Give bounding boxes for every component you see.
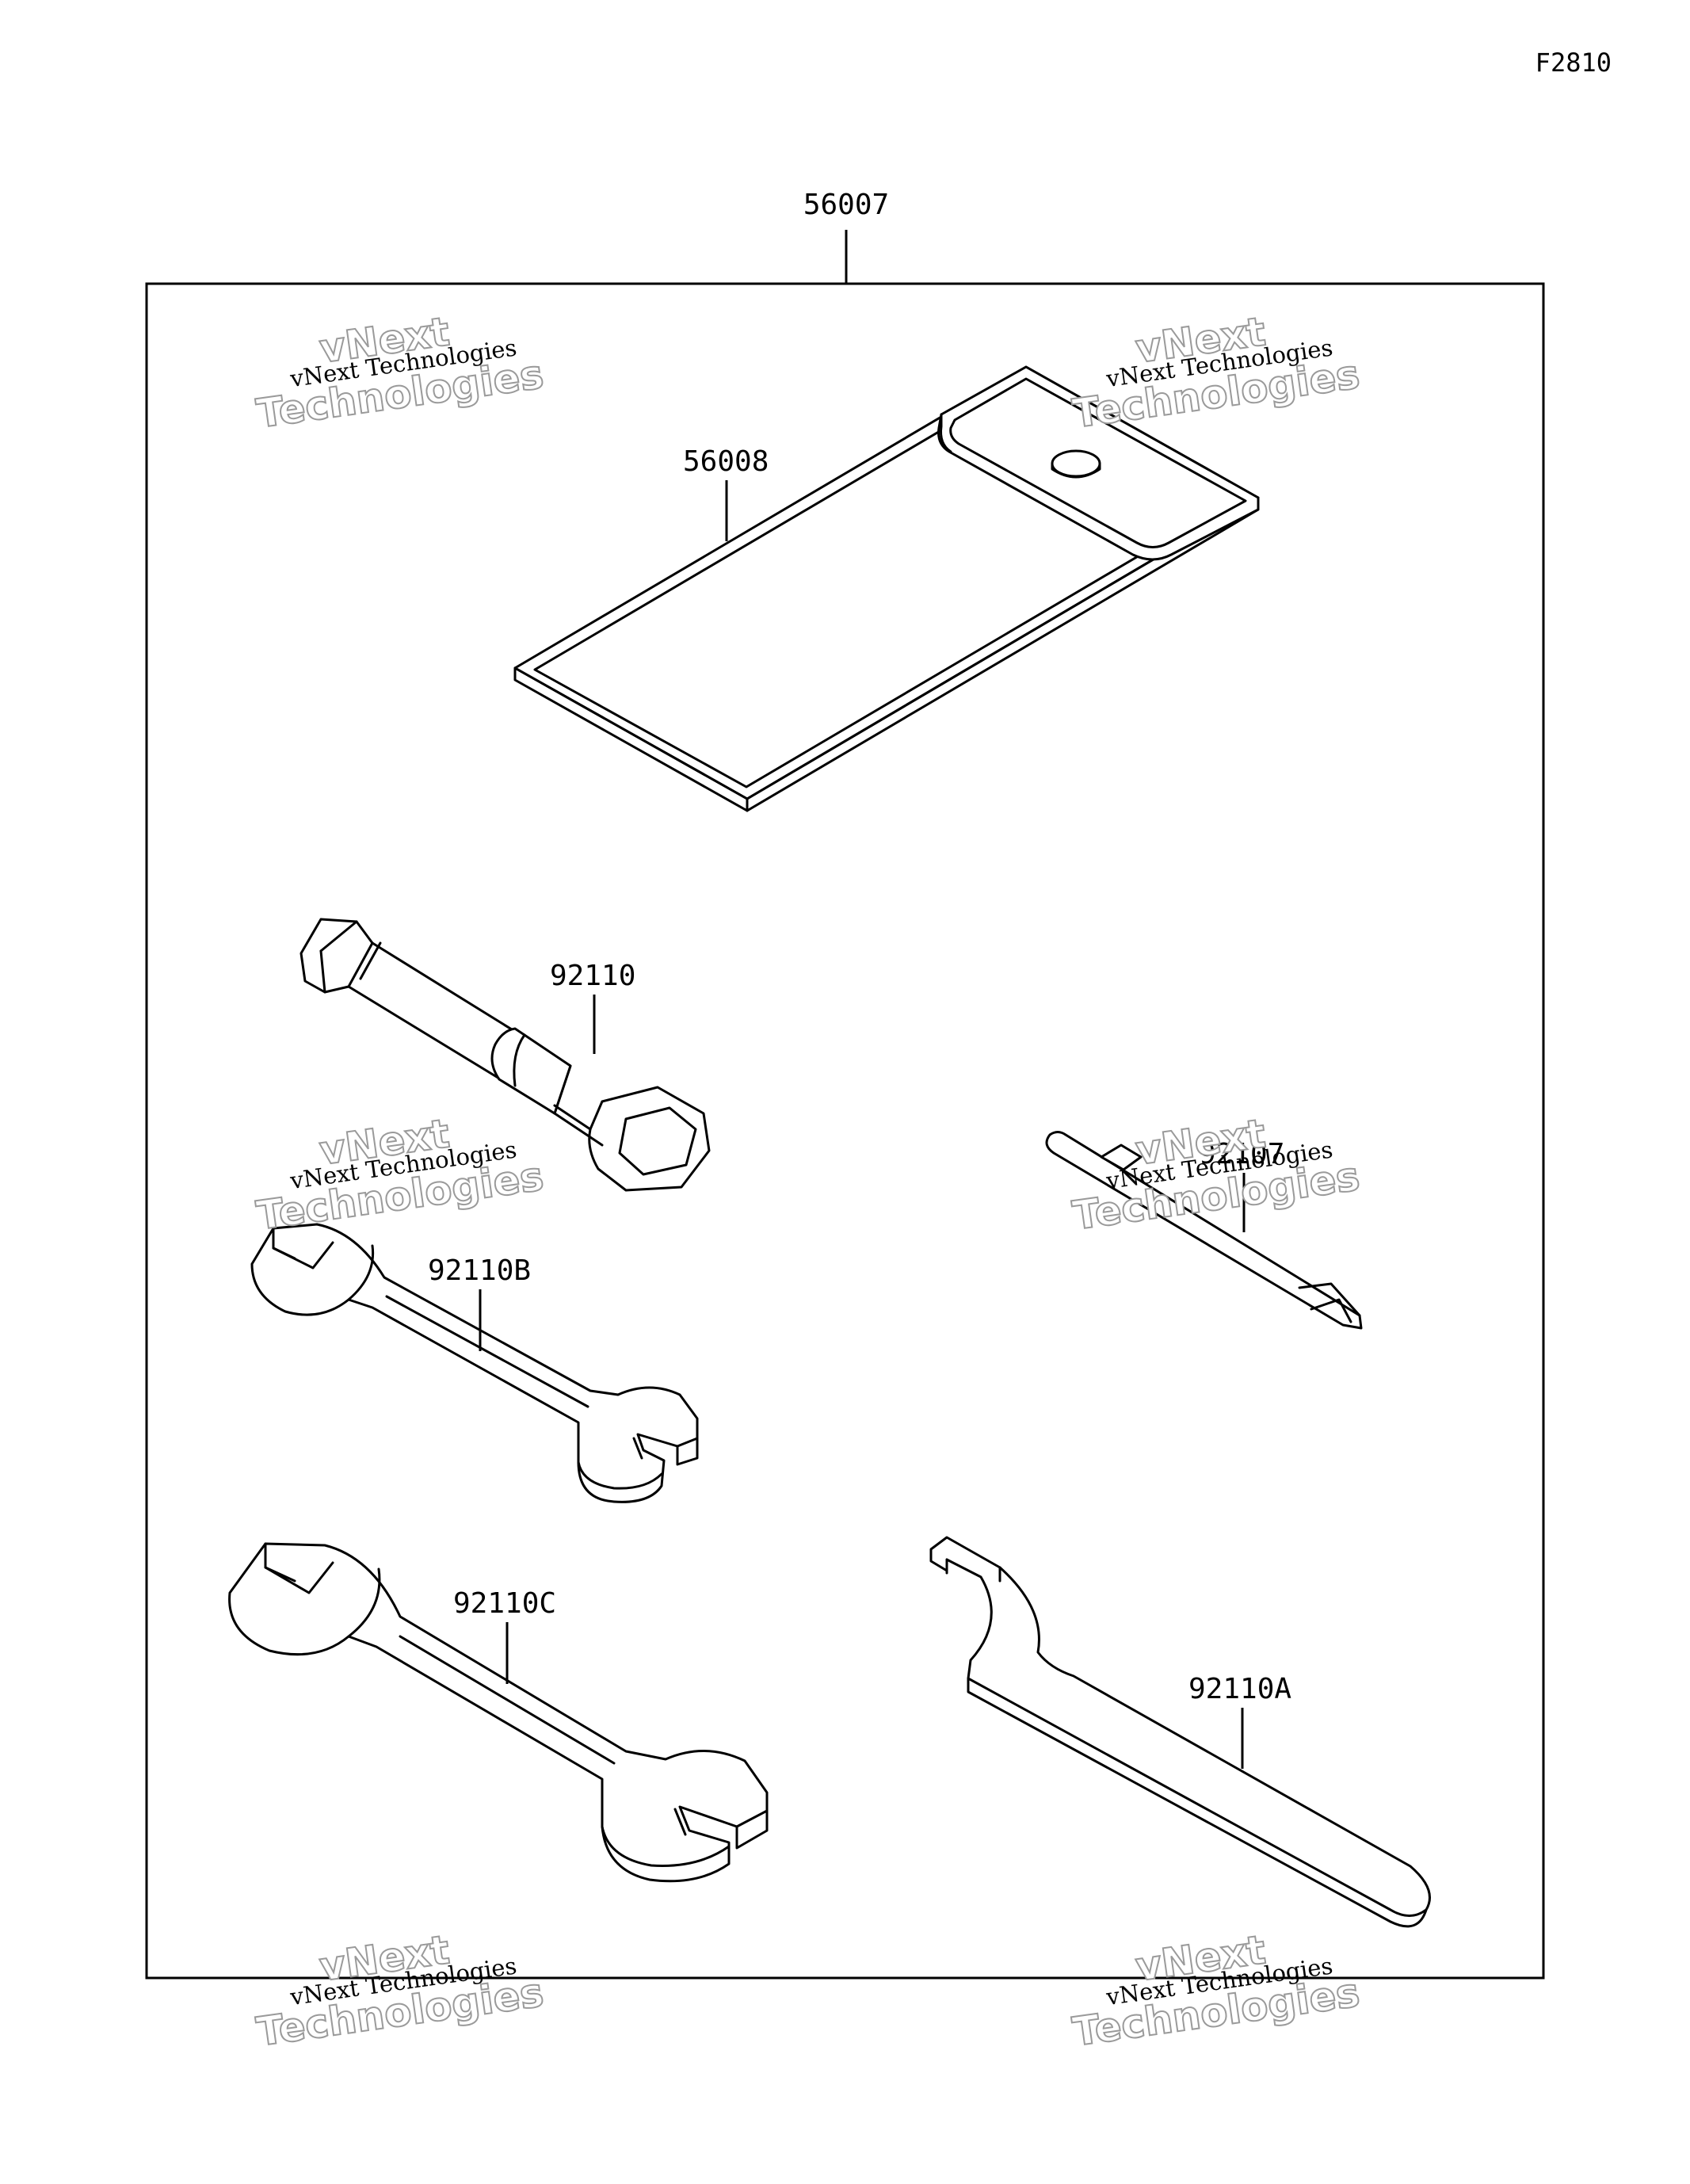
figure-reference: F2810	[1535, 48, 1612, 78]
label-92110C: 92110C	[453, 1587, 556, 1620]
watermark-1: vNext Technologies vNext Technologies	[253, 307, 547, 437]
watermark-5: vNext Technologies vNext Technologies	[253, 1926, 547, 2056]
label-92110A: 92110A	[1188, 1673, 1291, 1705]
screwdriver-bit	[1045, 1131, 1363, 1330]
plug-wrench	[299, 918, 711, 1192]
label-92110: 92110	[550, 960, 635, 992]
label-92110B: 92110B	[428, 1254, 531, 1287]
watermark-2: vNext Technologies vNext Technologies	[1069, 307, 1363, 437]
large-double-wrench	[228, 1542, 769, 1883]
small-double-wrench	[250, 1223, 699, 1503]
watermark-3: vNext Technologies vNext Technologies	[253, 1109, 547, 1239]
label-56008: 56008	[683, 445, 769, 478]
assembly-frame	[145, 282, 1545, 1980]
hook-wrench	[929, 1536, 1431, 1928]
label-92107: 92107	[1199, 1138, 1284, 1170]
tool-bag	[513, 365, 1260, 812]
assembly-label: 56007	[803, 189, 889, 221]
watermark-4: vNext Technologies vNext Technologies	[1069, 1109, 1363, 1239]
watermark-6: vNext Technologies vNext Technologies	[1069, 1926, 1363, 2056]
